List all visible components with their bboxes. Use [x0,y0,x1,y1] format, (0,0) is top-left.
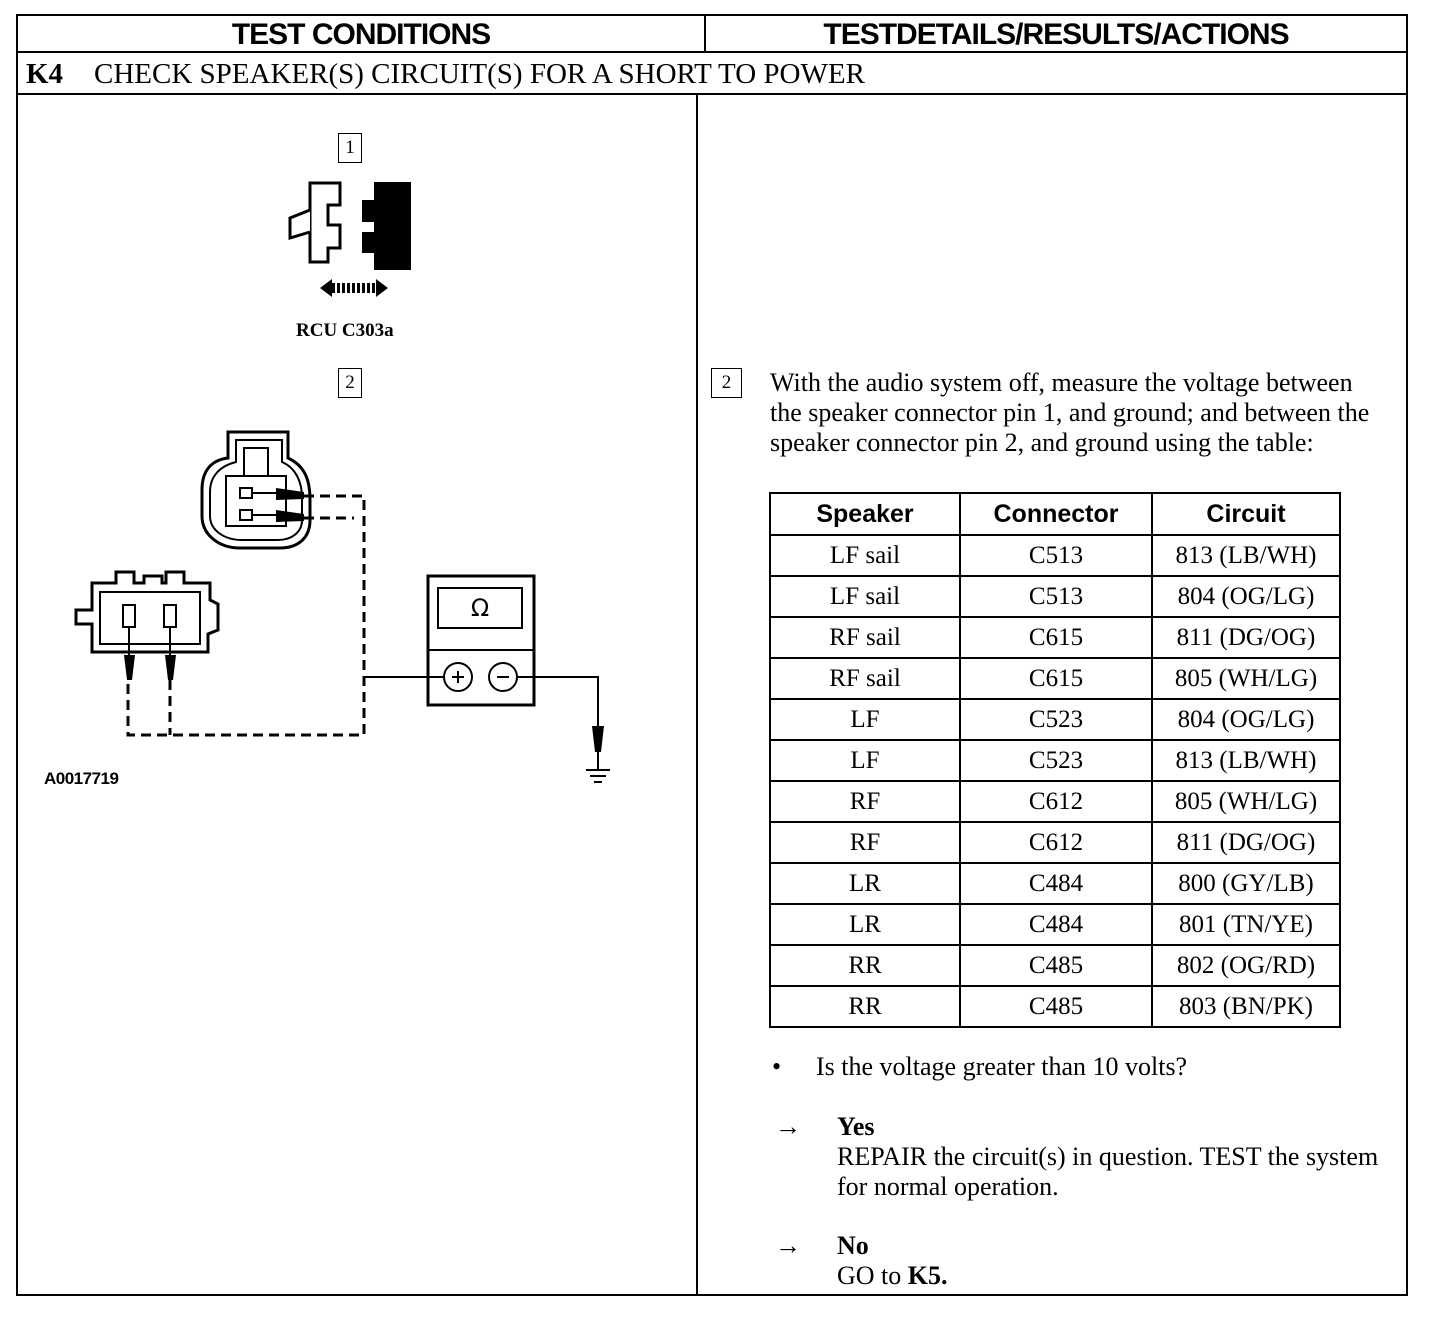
speaker-cell: RR [769,985,961,1028]
speaker-cell: LF sail [769,534,961,577]
ohm-symbol: Ω [470,594,490,622]
circuit-cell: 804 (OG/LG) [1151,575,1341,618]
step-id: K4 [26,58,64,90]
connector-cell: C615 [959,616,1153,659]
speaker-cell: LF [769,698,961,741]
circuit-cell: 802 (OG/RD) [1151,944,1341,987]
connector-cell: C484 [959,903,1153,946]
step-title: CHECK SPEAKER(S) CIRCUIT(S) FOR A SHORT … [94,58,865,90]
connector-cell: C485 [959,985,1153,1028]
connector-label: RCU C303a [296,320,394,341]
header-test-conditions: TEST CONDITIONS [231,18,491,51]
header-divider [704,16,706,53]
circuit-cell: 811 (DG/OG) [1151,821,1341,864]
figure-id: A0017719 [44,769,119,788]
connector-cell: C612 [959,821,1153,864]
connector-cell: C615 [959,657,1153,700]
connector-cell: C513 [959,534,1153,577]
step-box-2: 2 [338,368,362,398]
procedure-frame: TEST CONDITIONS TESTDETAILS/RESULTS/ACTI… [16,14,1408,1296]
circuit-cell: 813 (LB/WH) [1151,534,1341,577]
speaker-cell: RF [769,821,961,864]
instruction-text: With the audio system off, measure the v… [770,368,1370,457]
no-action: GO to K5. [837,1261,1397,1291]
speaker-cell: RF sail [769,616,961,659]
header-row: TEST CONDITIONS TESTDETAILS/RESULTS/ACTI… [18,16,1406,53]
column-divider [696,95,698,1296]
step-box-1: 1 [338,133,362,163]
connector-cell: C523 [959,698,1153,741]
speaker-cell: RF [769,780,961,823]
table-header: Speaker [769,492,961,536]
circuit-cell: 811 (DG/OG) [1151,616,1341,659]
no-action-link[interactable]: K5. [907,1261,948,1290]
yes-label: Yes [837,1112,875,1141]
circuit-cell: 813 (LB/WH) [1151,739,1341,782]
speaker-cell: LF sail [769,575,961,618]
step-title-row: K4 CHECK SPEAKER(S) CIRCUIT(S) FOR A SHO… [18,53,1406,95]
speaker-cell: LF [769,739,961,782]
question: • Is the voltage greater than 10 volts? [772,1052,1187,1082]
circuit-cell: 803 (BN/PK) [1151,985,1341,1028]
bullet: • [772,1052,782,1081]
speaker-cell: LR [769,862,961,905]
yes-action: REPAIR the circuit(s) in question. TEST … [837,1142,1379,1201]
table-header: Connector [959,492,1153,536]
connector-cell: C513 [959,575,1153,618]
connector-cell: C484 [959,862,1153,905]
speaker-cell: RF sail [769,657,961,700]
circuit-cell: 805 (WH/LG) [1151,657,1341,700]
no-action-prefix: GO to [837,1261,908,1290]
circuit-cell: 805 (WH/LG) [1151,780,1341,823]
circuit-cell: 804 (OG/LG) [1151,698,1341,741]
circuit-cell: 801 (TN/YE) [1151,903,1341,946]
table-header-row: Speaker Connector Circuit [769,492,1341,536]
speaker-cell: LR [769,903,961,946]
connector-cell: C485 [959,944,1153,987]
connector-cell: C612 [959,780,1153,823]
arrow-icon: → [775,1231,801,1260]
arrow-icon: → [775,1112,801,1141]
connector-cell: C523 [959,739,1153,782]
detail-step-box: 2 [711,368,742,398]
question-text: Is the voltage greater than 10 volts? [816,1052,1188,1081]
no-label: No [837,1231,869,1260]
table-header: Circuit [1151,492,1341,536]
header-test-details: TESTDETAILS/RESULTS/ACTIONS [823,18,1289,51]
circuit-cell: 800 (GY/LB) [1151,862,1341,905]
speaker-cell: RR [769,944,961,987]
